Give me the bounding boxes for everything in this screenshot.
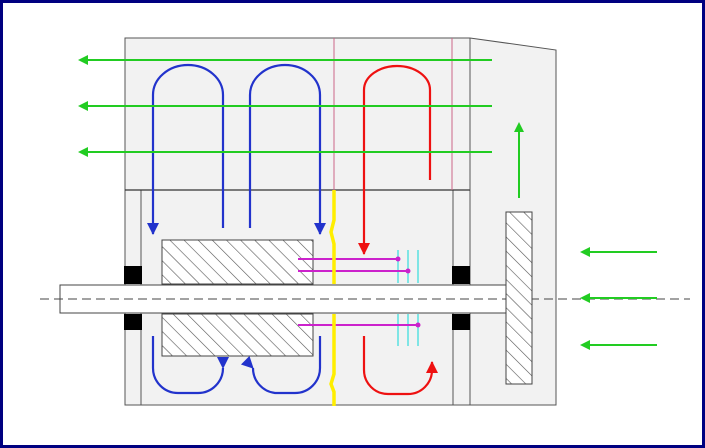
hot-circuit <box>358 64 438 396</box>
cold-loop-right <box>248 63 326 235</box>
bearing-right-top <box>452 266 470 284</box>
cold-return-left <box>151 336 229 395</box>
air-flow <box>78 55 657 350</box>
pulley-disc <box>505 211 533 385</box>
pin-head-3 <box>415 322 421 328</box>
hot-loop-bottom <box>362 336 438 396</box>
hot-loop-top <box>358 64 432 255</box>
yellow-seal <box>329 190 336 406</box>
pin-head-2 <box>405 268 411 274</box>
connector-pins <box>298 258 418 326</box>
cold-loop-left <box>147 63 225 235</box>
bearing-right-bottom <box>452 314 470 330</box>
bearing-left-top <box>124 266 142 284</box>
pin-heads <box>395 256 421 328</box>
cold-return-right <box>246 336 322 395</box>
bearing-left-bottom <box>124 314 142 330</box>
cooling-fins <box>397 250 419 346</box>
cold-circuit <box>147 63 326 395</box>
rotor-block-lower <box>161 313 314 357</box>
pin-head-1 <box>395 256 401 262</box>
rotor-block-upper <box>161 239 314 285</box>
